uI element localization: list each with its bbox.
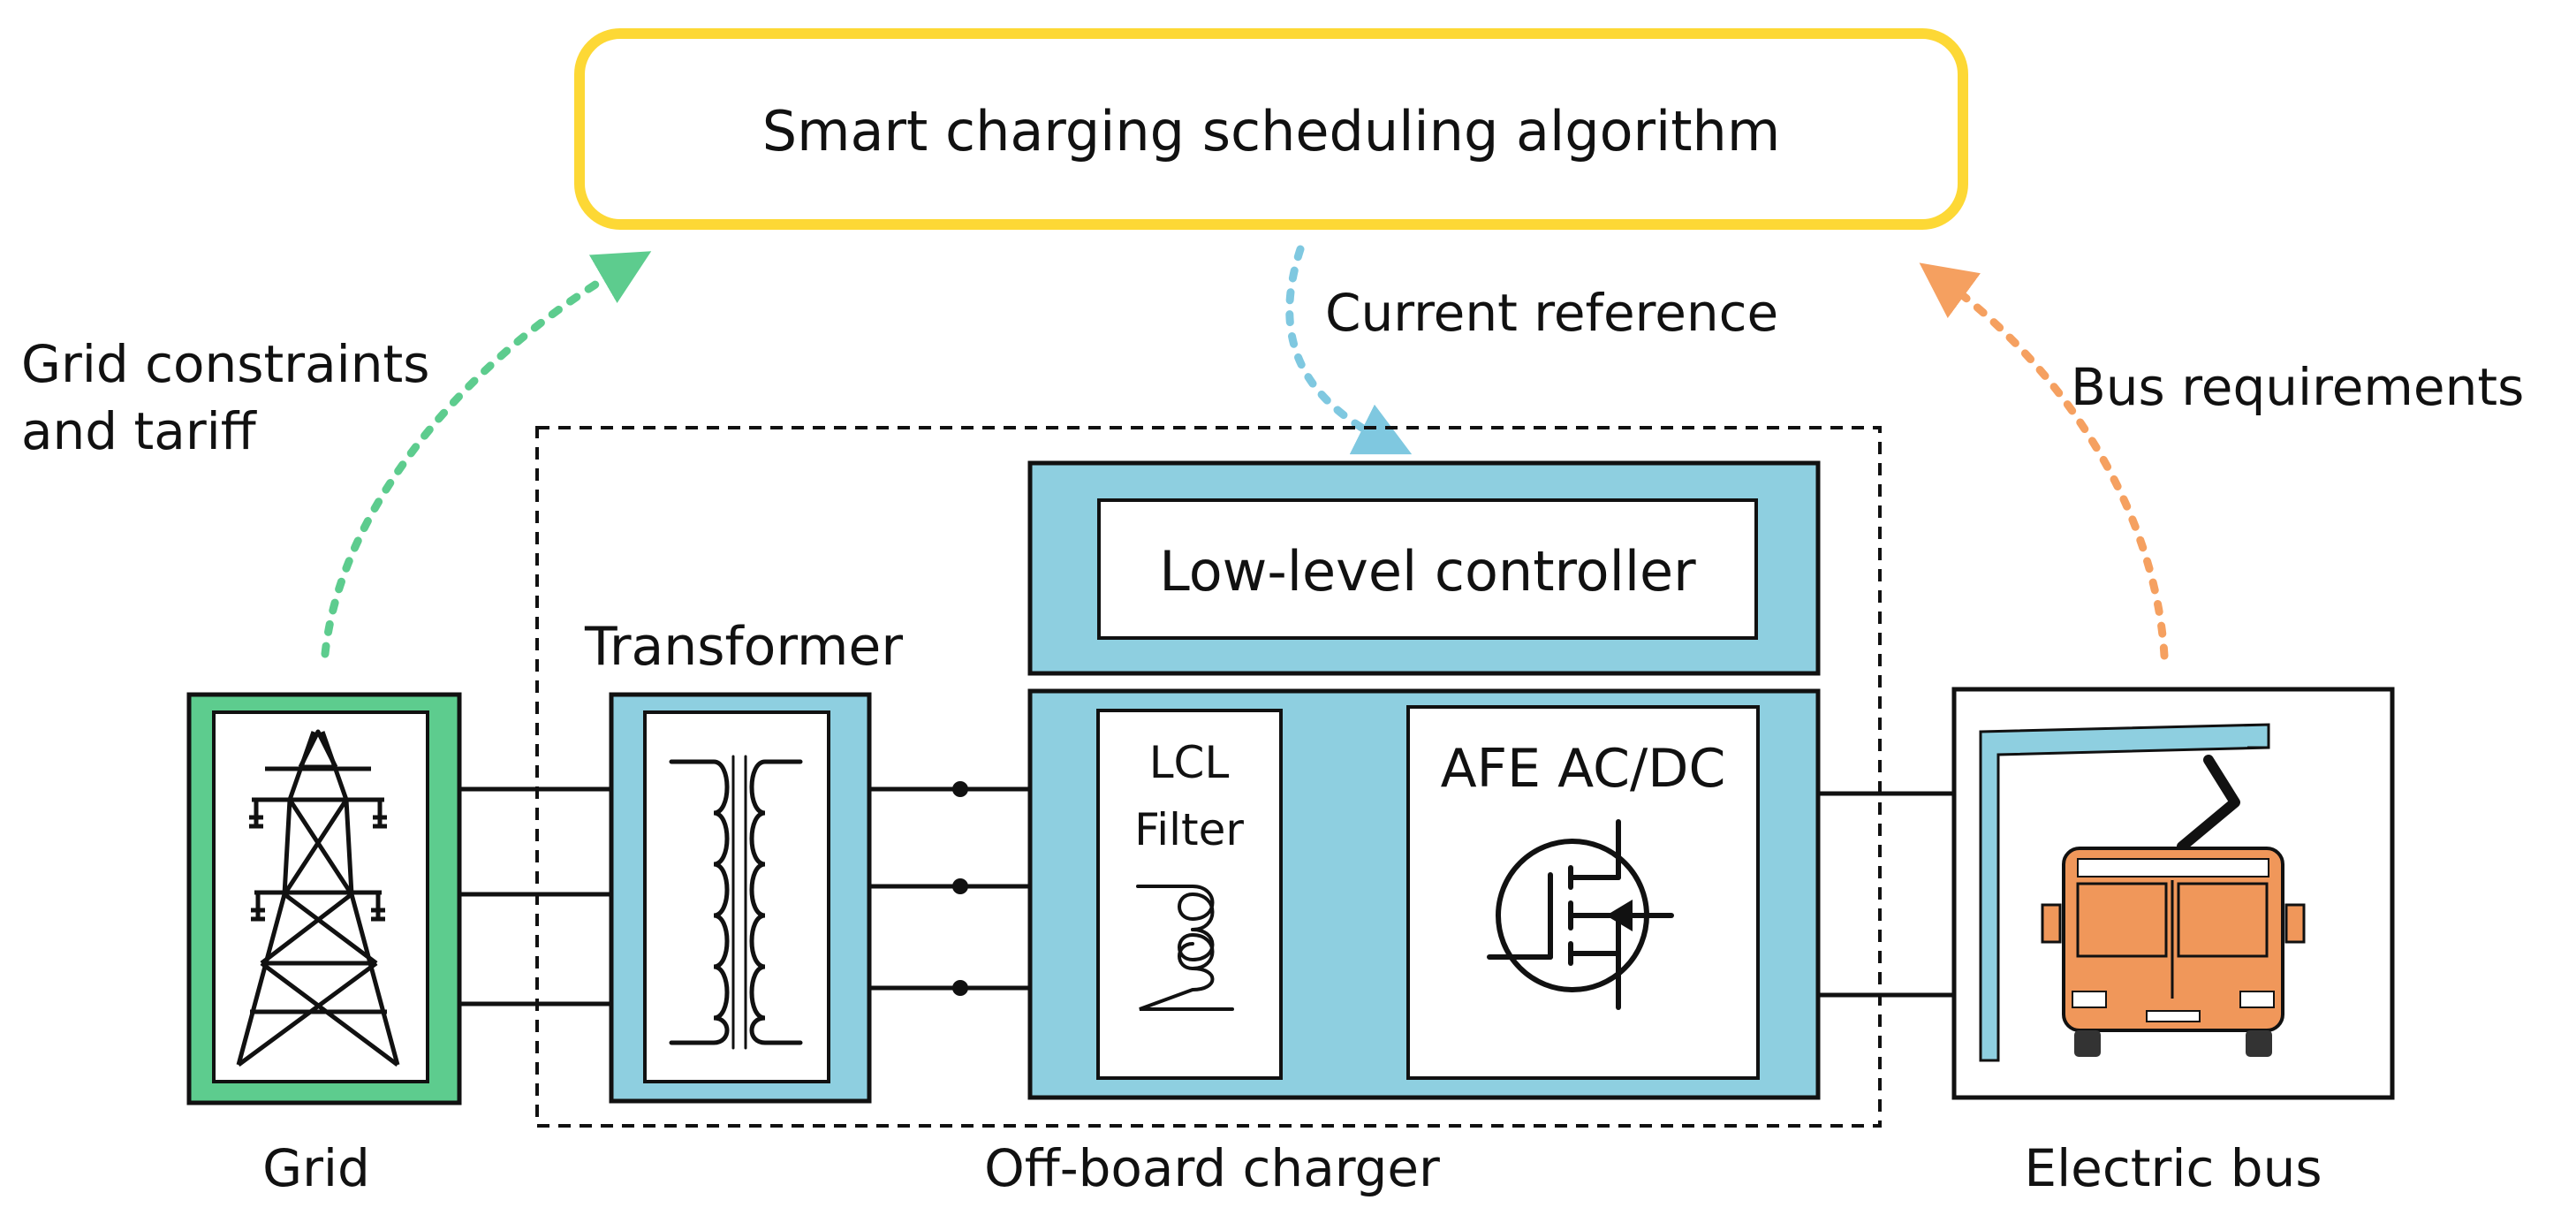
bus-requirements-arrow <box>1919 262 2169 660</box>
junction-dots <box>952 781 968 996</box>
low-level-controller-label: Low-level controller <box>1159 539 1696 604</box>
grid-caption: Grid <box>262 1138 370 1198</box>
grid-tariff-label: and tariff <box>21 401 258 461</box>
current-reference-label: Current reference <box>1325 283 1778 343</box>
electric-bus-icon <box>2041 847 2306 1057</box>
lcl-filter-block: LCL Filter <box>1096 709 1283 1080</box>
grid-block: Grid <box>186 692 462 1198</box>
afe-label: AFE AC/DC <box>1441 738 1726 800</box>
transformer-block: Transformer <box>584 616 903 1104</box>
converter-block: LCL Filter AFE AC/DC <box>1027 688 1821 1100</box>
charging-mast-icon <box>1979 723 2270 1062</box>
current-reference-arrow <box>1285 245 1413 455</box>
algorithm-block: Smart charging scheduling algorithm <box>574 28 1968 230</box>
bus-caption: Electric bus <box>2024 1138 2322 1198</box>
electric-bus-block: Electric bus <box>1951 687 2395 1198</box>
algorithm-label: Smart charging scheduling algorithm <box>762 99 1780 163</box>
transmission-tower-icon <box>236 729 400 1067</box>
afe-block: AFE AC/DC <box>1406 705 1760 1080</box>
inductor-coil-icon <box>1136 885 1234 1011</box>
grid-constraints-label: Grid constraints <box>21 334 429 394</box>
lcl-label: LCL <box>1149 737 1230 788</box>
mosfet-body-diode <box>1606 900 1633 931</box>
filter-label: Filter <box>1134 804 1244 855</box>
bus-requirements-label: Bus requirements <box>2071 357 2524 417</box>
charger-caption: Off-board charger <box>984 1138 1440 1198</box>
low-level-controller-block: Low-level controller <box>1027 460 1821 676</box>
grid-constraints-arrow <box>321 251 652 658</box>
transformer-label: Transformer <box>584 616 903 678</box>
charger-boundary <box>535 426 1882 1128</box>
transformer-coil-icon <box>669 755 803 1050</box>
